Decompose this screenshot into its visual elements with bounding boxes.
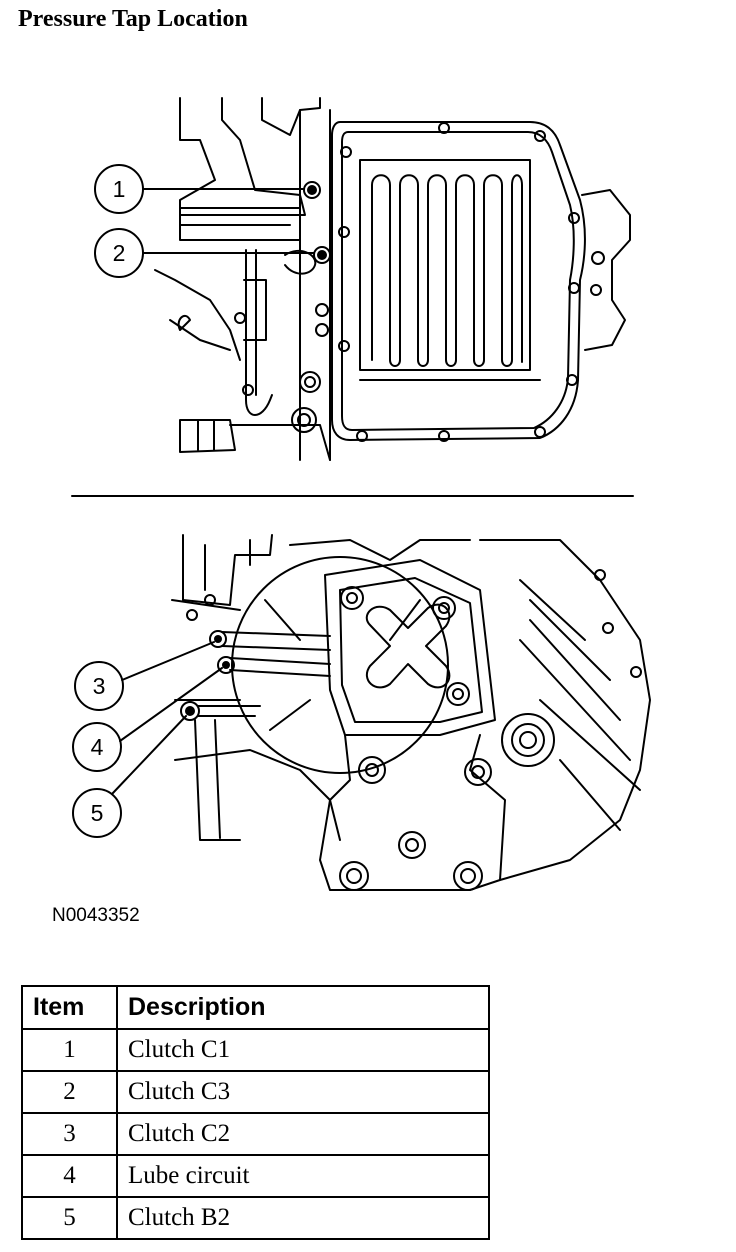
callout-2-label: 2: [113, 240, 126, 266]
legend-item-description: Clutch C2: [116, 1112, 490, 1156]
callout-5-label: 5: [91, 800, 104, 826]
legend-header-row: Item Description: [21, 985, 490, 1030]
callout-2: 2: [94, 228, 315, 278]
table-row: 2 Clutch C3: [21, 1070, 490, 1114]
legend-item-number: 5: [21, 1196, 118, 1240]
table-row: 3 Clutch C2: [21, 1112, 490, 1156]
legend-header-description: Description: [116, 985, 490, 1030]
callout-1: 1: [94, 164, 305, 214]
table-row: 5 Clutch B2: [21, 1196, 490, 1240]
legend-header-item: Item: [21, 985, 118, 1030]
legend-table: Item Description 1 Clutch C1 2 Clutch C3…: [21, 985, 490, 1240]
table-row: 1 Clutch C1: [21, 1028, 490, 1072]
legend-item-description: Lube circuit: [116, 1154, 490, 1198]
bottom-view-transmission: [171, 534, 651, 891]
legend-item-description: Clutch C1: [116, 1028, 490, 1072]
pressure-tap-diagram: 1 2: [71, 97, 651, 891]
callout-3: 3: [74, 641, 215, 711]
legend-item-description: Clutch C3: [116, 1070, 490, 1114]
callout-4-label: 4: [91, 734, 104, 760]
table-row: 4 Lube circuit: [21, 1154, 490, 1198]
figure-id: N0043352: [52, 905, 140, 926]
legend-item-number: 1: [21, 1028, 118, 1072]
callout-3-label: 3: [93, 673, 106, 699]
legend-item-number: 3: [21, 1112, 118, 1156]
callout-1-label: 1: [113, 176, 126, 202]
callout-5: 5: [72, 715, 187, 838]
legend-item-number: 4: [21, 1154, 118, 1198]
page-title: Pressure Tap Location: [18, 6, 248, 32]
top-view-transmission: [154, 97, 631, 461]
legend-item-number: 2: [21, 1070, 118, 1114]
legend-item-description: Clutch B2: [116, 1196, 490, 1240]
callout-4: 4: [72, 667, 223, 772]
